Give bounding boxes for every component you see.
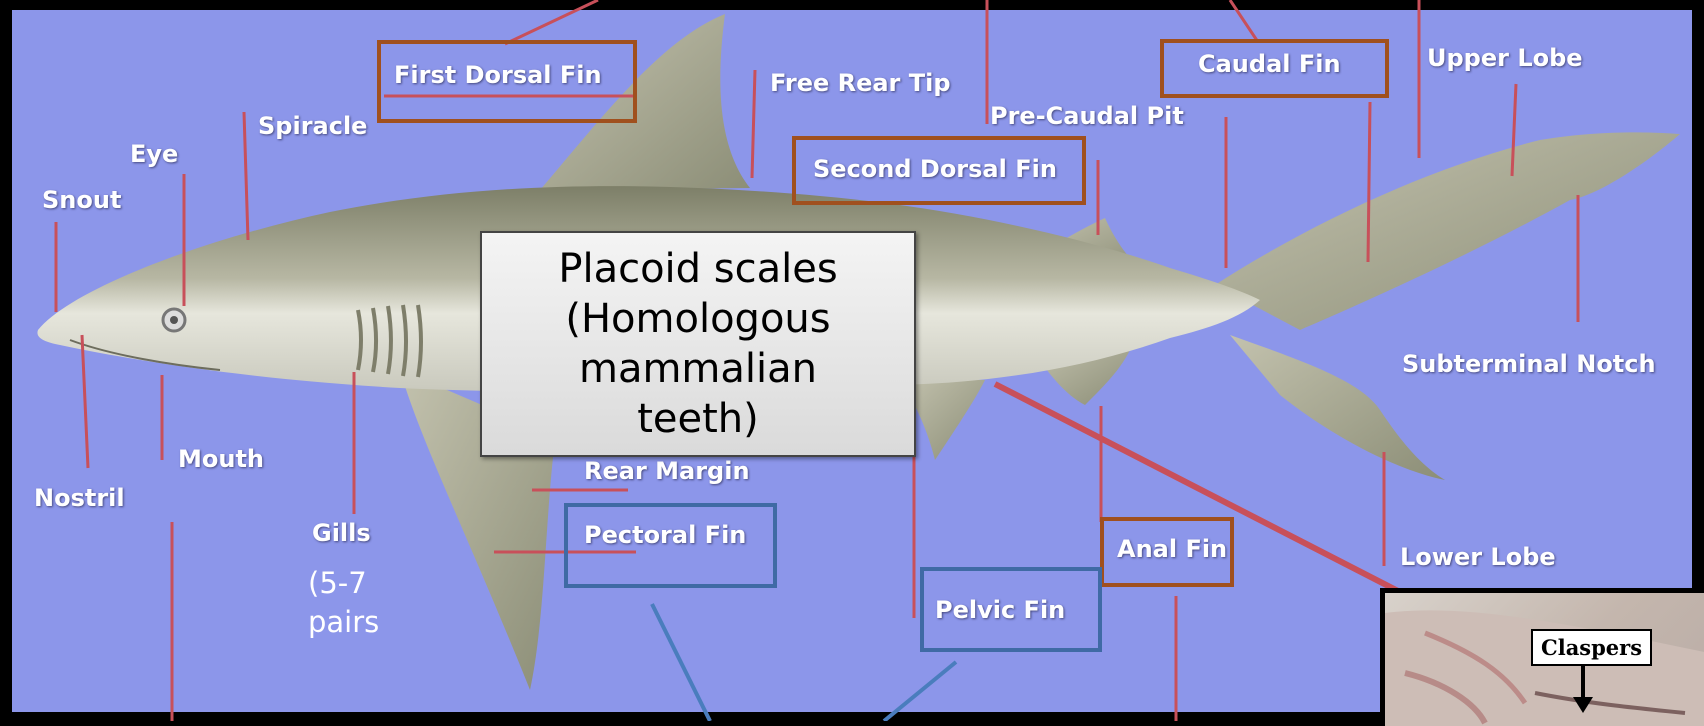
caudal-upper-lobe-shape [1215, 132, 1680, 330]
claspers-photo-inset: Claspers [1380, 588, 1704, 726]
label-caudal-fin: Caudal Fin [1198, 52, 1341, 76]
claspers-label: Claspers [1531, 629, 1652, 666]
label-pectoral-fin: Pectoral Fin [584, 523, 746, 547]
label-pre-caudal-pit: Pre-Caudal Pit [990, 104, 1184, 128]
label-lower-lobe: Lower Lobe [1400, 545, 1556, 569]
label-second-dorsal-fin: Second Dorsal Fin [813, 157, 1057, 181]
label-rear-margin: Rear Margin [584, 459, 750, 483]
blue-pointer-lines [652, 604, 956, 721]
label-mouth: Mouth [178, 447, 264, 471]
label-subterminal-notch: Subterminal Notch [1402, 352, 1656, 376]
label-eye: Eye [130, 142, 178, 166]
label-first-dorsal-fin: First Dorsal Fin [394, 63, 602, 87]
label-anal-fin: Anal Fin [1117, 537, 1227, 561]
label-upper-lobe: Upper Lobe [1427, 46, 1583, 70]
label-gills: Gills [312, 521, 371, 545]
gill-pairs-line-1: (5-7 [308, 564, 379, 603]
placoid-scales-callout: Placoid scales (Homologous mammalian tee… [480, 231, 916, 457]
label-spiracle: Spiracle [258, 114, 367, 138]
label-nostril: Nostril [34, 486, 125, 510]
label-pelvic-fin: Pelvic Fin [935, 598, 1065, 622]
label-free-rear-tip: Free Rear Tip [770, 71, 951, 95]
gill-pairs-line-2: pairs [308, 603, 379, 642]
gill-pairs-note: (5-7 pairs [308, 564, 379, 642]
callout-text: Placoid scales (Homologous mammalian tee… [533, 244, 863, 444]
label-snout: Snout [42, 188, 121, 212]
